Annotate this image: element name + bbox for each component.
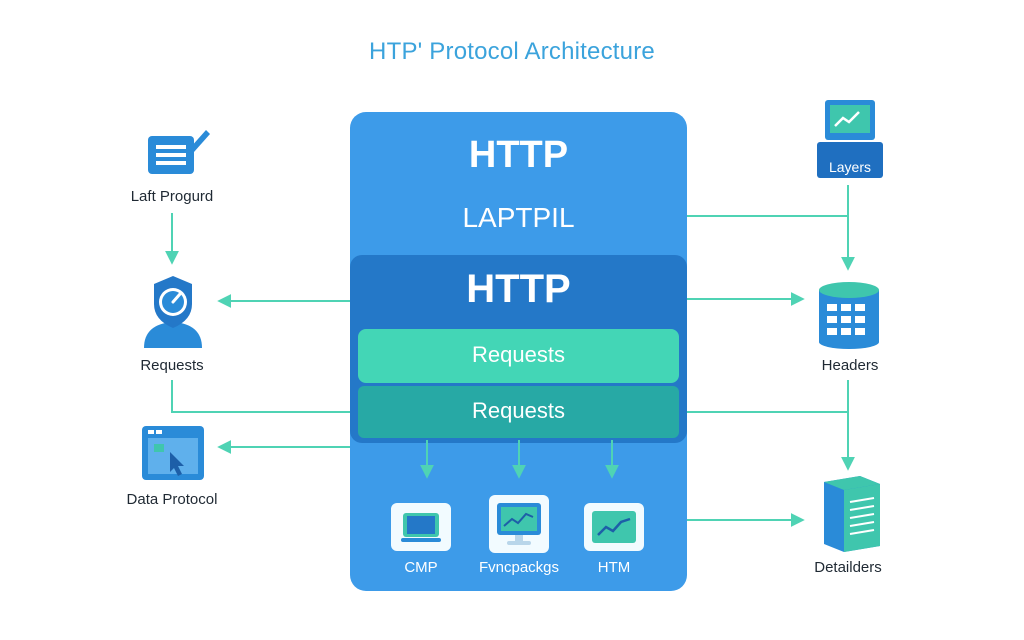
right-label-layers: Layers [828, 159, 872, 175]
left-label-requests: Requests [140, 357, 204, 374]
database-icon [817, 280, 881, 355]
chart-monitor-icon [489, 495, 549, 553]
requests-secondary-label: Requests [472, 398, 565, 423]
right-label-headers: Headers [821, 357, 879, 374]
stack-header-title: HTTP [468, 134, 569, 176]
monitor-icon [391, 503, 451, 551]
speed-user-icon [138, 274, 208, 355]
connector-requests-to-stack [171, 380, 352, 413]
bottom-label-fvncpackgs: Fvncpackgs [478, 559, 560, 576]
connector-laptpil-to-layers [670, 185, 849, 217]
requests-primary-label: Requests [472, 342, 565, 367]
right-label-detailders: Detailders [814, 559, 882, 576]
requests-layer-secondary [358, 386, 679, 438]
laptop-chart-icon [815, 98, 885, 185]
checklist-icon [146, 126, 212, 183]
diagram-title: HTP' Protocol Architecture [369, 38, 655, 65]
left-label-laft-progurd: Laft Progurd [130, 188, 214, 205]
requests-layer-primary [358, 329, 679, 383]
http-layer-title: HTTP [466, 267, 571, 311]
stack-header-subtitle: LAPTPIL [462, 202, 575, 233]
bottom-label-cmp: CMP [404, 559, 438, 576]
left-label-data-protocol: Data Protocol [126, 491, 218, 508]
browser-window-icon [140, 424, 206, 487]
http-protocol-stack: HTTP LAPTPIL HTTP Requests Requests [350, 112, 687, 591]
stack-down-arrows [420, 440, 619, 479]
chart-screen-icon [584, 503, 644, 551]
bottom-label-htm: HTM [597, 559, 631, 576]
server-icon [816, 472, 884, 561]
